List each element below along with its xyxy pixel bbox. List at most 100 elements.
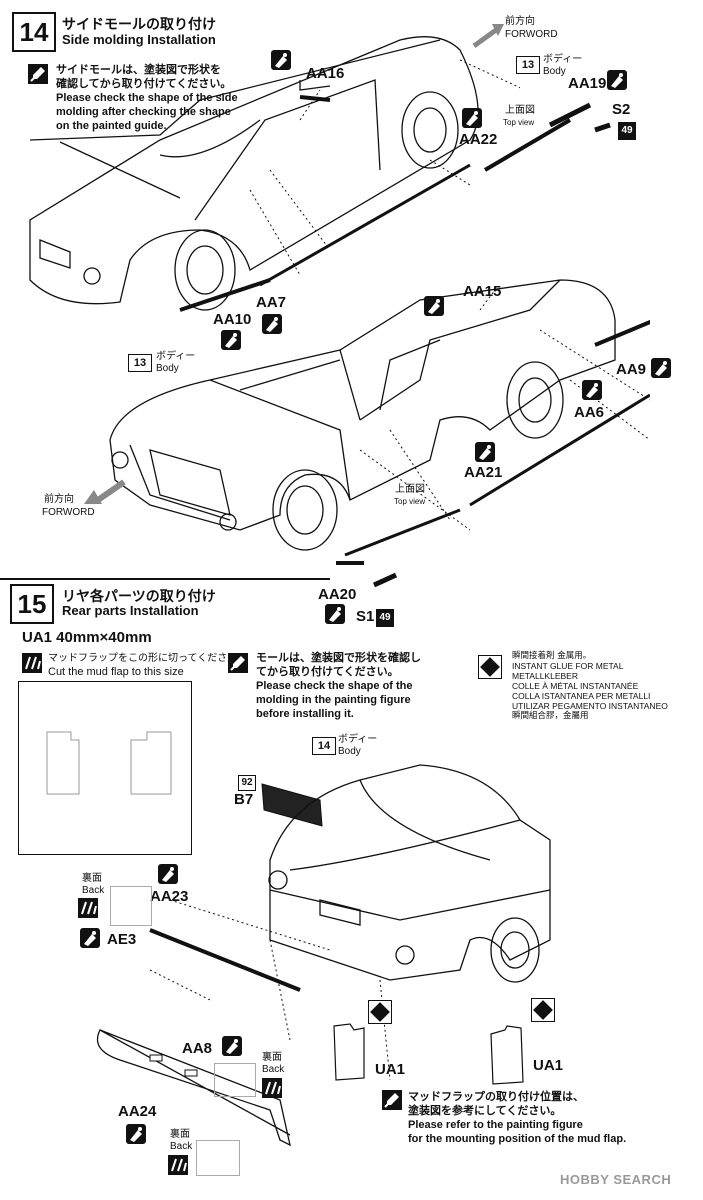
glue-legend-line-5: COLLA ISTANTANEA PER METALLI bbox=[512, 691, 651, 701]
paint-back-icon-1 bbox=[78, 898, 98, 918]
top-view-label-jp-1: 上面図 bbox=[505, 105, 535, 116]
section-divider bbox=[0, 578, 330, 580]
front-side-moldings bbox=[336, 561, 398, 588]
step-15-title-en: Rear parts Installation bbox=[62, 603, 199, 618]
part-label-s1: S1 bbox=[356, 608, 375, 625]
top-view-label-jp-2: 上面図 bbox=[395, 484, 425, 495]
side-molding-note-en-2: molding after checking the shape bbox=[56, 106, 231, 118]
side-molding-note-jp-1: サイドモールは、塗装図で形状を bbox=[56, 63, 221, 76]
part-label-aa20: AA20 bbox=[318, 586, 357, 603]
flap-note-jp-2: 塗装図を参考にしてください。 bbox=[408, 1104, 562, 1117]
glue-legend-line-1: 瞬間接着剤 金属用。 bbox=[512, 651, 592, 661]
molding-note-en-1: Please check the shape of the bbox=[256, 680, 413, 692]
side-molding-note-en-1: Please check the shape of the side bbox=[56, 92, 238, 104]
back-label-en-3: Back bbox=[170, 1141, 193, 1152]
back-label-jp-2: 裏面 bbox=[262, 1052, 282, 1063]
side-molding-note-jp-2: 確認してから取り付けてください。 bbox=[56, 77, 232, 90]
part-label-b7: B7 bbox=[234, 791, 254, 808]
forward-label-en-mid: FORWORD bbox=[42, 507, 95, 518]
part-label-aa7: AA7 bbox=[256, 294, 287, 311]
forward-label-jp-mid: 前方向 bbox=[44, 494, 74, 505]
body-label-en-top: Body bbox=[543, 66, 566, 77]
glue-cement-icon-aa16 bbox=[271, 50, 291, 70]
molding-note-en-2: molding in the painting figure bbox=[256, 694, 411, 706]
part-label-aa23: AA23 bbox=[150, 888, 189, 905]
step-14-title-jp: サイドモールの取り付け bbox=[62, 17, 216, 33]
body-label-en-15: Body bbox=[338, 746, 361, 757]
body-step-ref-15: 14 bbox=[312, 737, 336, 755]
metal-glue-icon bbox=[478, 655, 502, 679]
body-label-jp-top: ボディー bbox=[543, 54, 583, 65]
glue-cement-icon-aa23 bbox=[158, 864, 178, 884]
step-15-title-jp: リヤ各パーツの取り付け bbox=[62, 589, 216, 605]
top-view-label-en-1: Top view bbox=[503, 118, 535, 127]
glue-legend: 瞬間接着剤 金属用。 INSTANT GLUE FOR METAL METALL… bbox=[512, 651, 668, 721]
glue-cement-icon-aa22 bbox=[462, 108, 482, 128]
back-detail-box-1 bbox=[110, 886, 152, 926]
glue-cement-icon-aa10 bbox=[221, 330, 241, 350]
metal-glue-icon-flap-right bbox=[531, 998, 555, 1022]
part-label-aa10: AA10 bbox=[213, 311, 252, 328]
glue-cement-icon-aa20 bbox=[325, 604, 345, 624]
cut-scissors-icon bbox=[22, 653, 42, 673]
step-14-number: 14 bbox=[12, 12, 56, 52]
part-label-aa15: AA15 bbox=[463, 283, 502, 300]
part-label-aa8: AA8 bbox=[182, 1040, 213, 1057]
paint-back-icon-3 bbox=[168, 1155, 188, 1175]
glue-legend-line-4: COLLE À MÉTAL INSTANTANÉE bbox=[512, 681, 639, 691]
molding-strips-top-right bbox=[483, 102, 611, 172]
glue-cement-icon-aa21 bbox=[475, 442, 495, 462]
rear-bumper-parts bbox=[96, 899, 391, 1147]
flap-note-jp-1: マッドフラップの取り付け位置は、 bbox=[408, 1090, 584, 1103]
sprue-number-b7: 92 bbox=[238, 775, 256, 791]
part-label-aa9: AA9 bbox=[616, 361, 647, 378]
side-molding-note-en-3: on the painted guide. bbox=[56, 120, 167, 132]
glue-cement-icon-aa9 bbox=[651, 358, 671, 378]
forward-arrow-icon bbox=[472, 24, 504, 49]
paint-brush-icon-3 bbox=[382, 1090, 402, 1110]
flap-note-en-2: for the mounting position of the mud fla… bbox=[408, 1133, 627, 1145]
glue-legend-line-2: INSTANT GLUE FOR METAL bbox=[512, 661, 624, 671]
paint-brush-icon bbox=[28, 64, 48, 84]
paint-brush-icon-2 bbox=[228, 653, 248, 673]
back-label-en-2: Back bbox=[262, 1064, 285, 1075]
flap-note-en-1: Please refer to the painting figure bbox=[408, 1119, 583, 1131]
sprue-number-s2: 49 bbox=[618, 122, 636, 140]
part-label-aa22: AA22 bbox=[459, 131, 498, 148]
back-detail-box-3 bbox=[196, 1140, 240, 1176]
body-label-jp-mid: ボディー bbox=[156, 351, 196, 362]
body-label-jp-15: ボディー bbox=[338, 734, 378, 745]
body-step-ref-top: 13 bbox=[516, 56, 540, 74]
part-label-aa19: AA19 bbox=[568, 75, 607, 92]
part-label-aa6: AA6 bbox=[574, 404, 605, 421]
molding-note-jp-1: モールは、塗装図で形状を確認し bbox=[256, 651, 421, 664]
hobby-search-watermark: HOBBY SEARCH bbox=[560, 1172, 672, 1187]
cut-instruction-en: Cut the mud flap to this size bbox=[48, 666, 184, 678]
cut-instruction-jp: マッドフラップをこの形に切ってください。 bbox=[48, 653, 248, 664]
step-14-title-en: Side molding Installation bbox=[62, 32, 216, 47]
car-rear-illustration bbox=[268, 764, 551, 983]
forward-label-jp-top: 前方向 bbox=[505, 16, 535, 27]
part-label-ua1-left: UA1 bbox=[375, 1061, 406, 1078]
part-label-aa24: AA24 bbox=[118, 1103, 157, 1120]
license-plate-part bbox=[261, 783, 323, 827]
glue-legend-line-3: METALLKLEBER bbox=[512, 671, 578, 681]
glue-cement-icon-aa8 bbox=[222, 1036, 242, 1056]
part-label-aa21: AA21 bbox=[464, 464, 503, 481]
car-side-illustration-top bbox=[29, 36, 520, 312]
glue-cement-icon-aa6 bbox=[582, 380, 602, 400]
glue-legend-line-7: 瞬間組合膠，金屬用 bbox=[512, 711, 589, 721]
glue-cement-icon-aa19 bbox=[607, 70, 627, 90]
glue-cement-icon-aa15 bbox=[424, 296, 444, 316]
back-label-jp-3: 裏面 bbox=[170, 1129, 190, 1140]
back-detail-box-2 bbox=[214, 1063, 256, 1097]
mud-flap-right bbox=[490, 1025, 524, 1085]
glue-cement-icon-aa7 bbox=[262, 314, 282, 334]
forward-arrow-icon-mid bbox=[84, 479, 126, 504]
glue-legend-line-6: UTILIZAR PEGAMENTO INSTANTANEO bbox=[512, 701, 668, 711]
car-three-quarter-illustration bbox=[109, 279, 650, 557]
mud-flap-left bbox=[333, 1023, 365, 1081]
sprue-number-s1: 49 bbox=[376, 609, 394, 627]
forward-label-en-top: FORWORD bbox=[505, 29, 558, 40]
part-label-ua1-right: UA1 bbox=[533, 1057, 564, 1074]
